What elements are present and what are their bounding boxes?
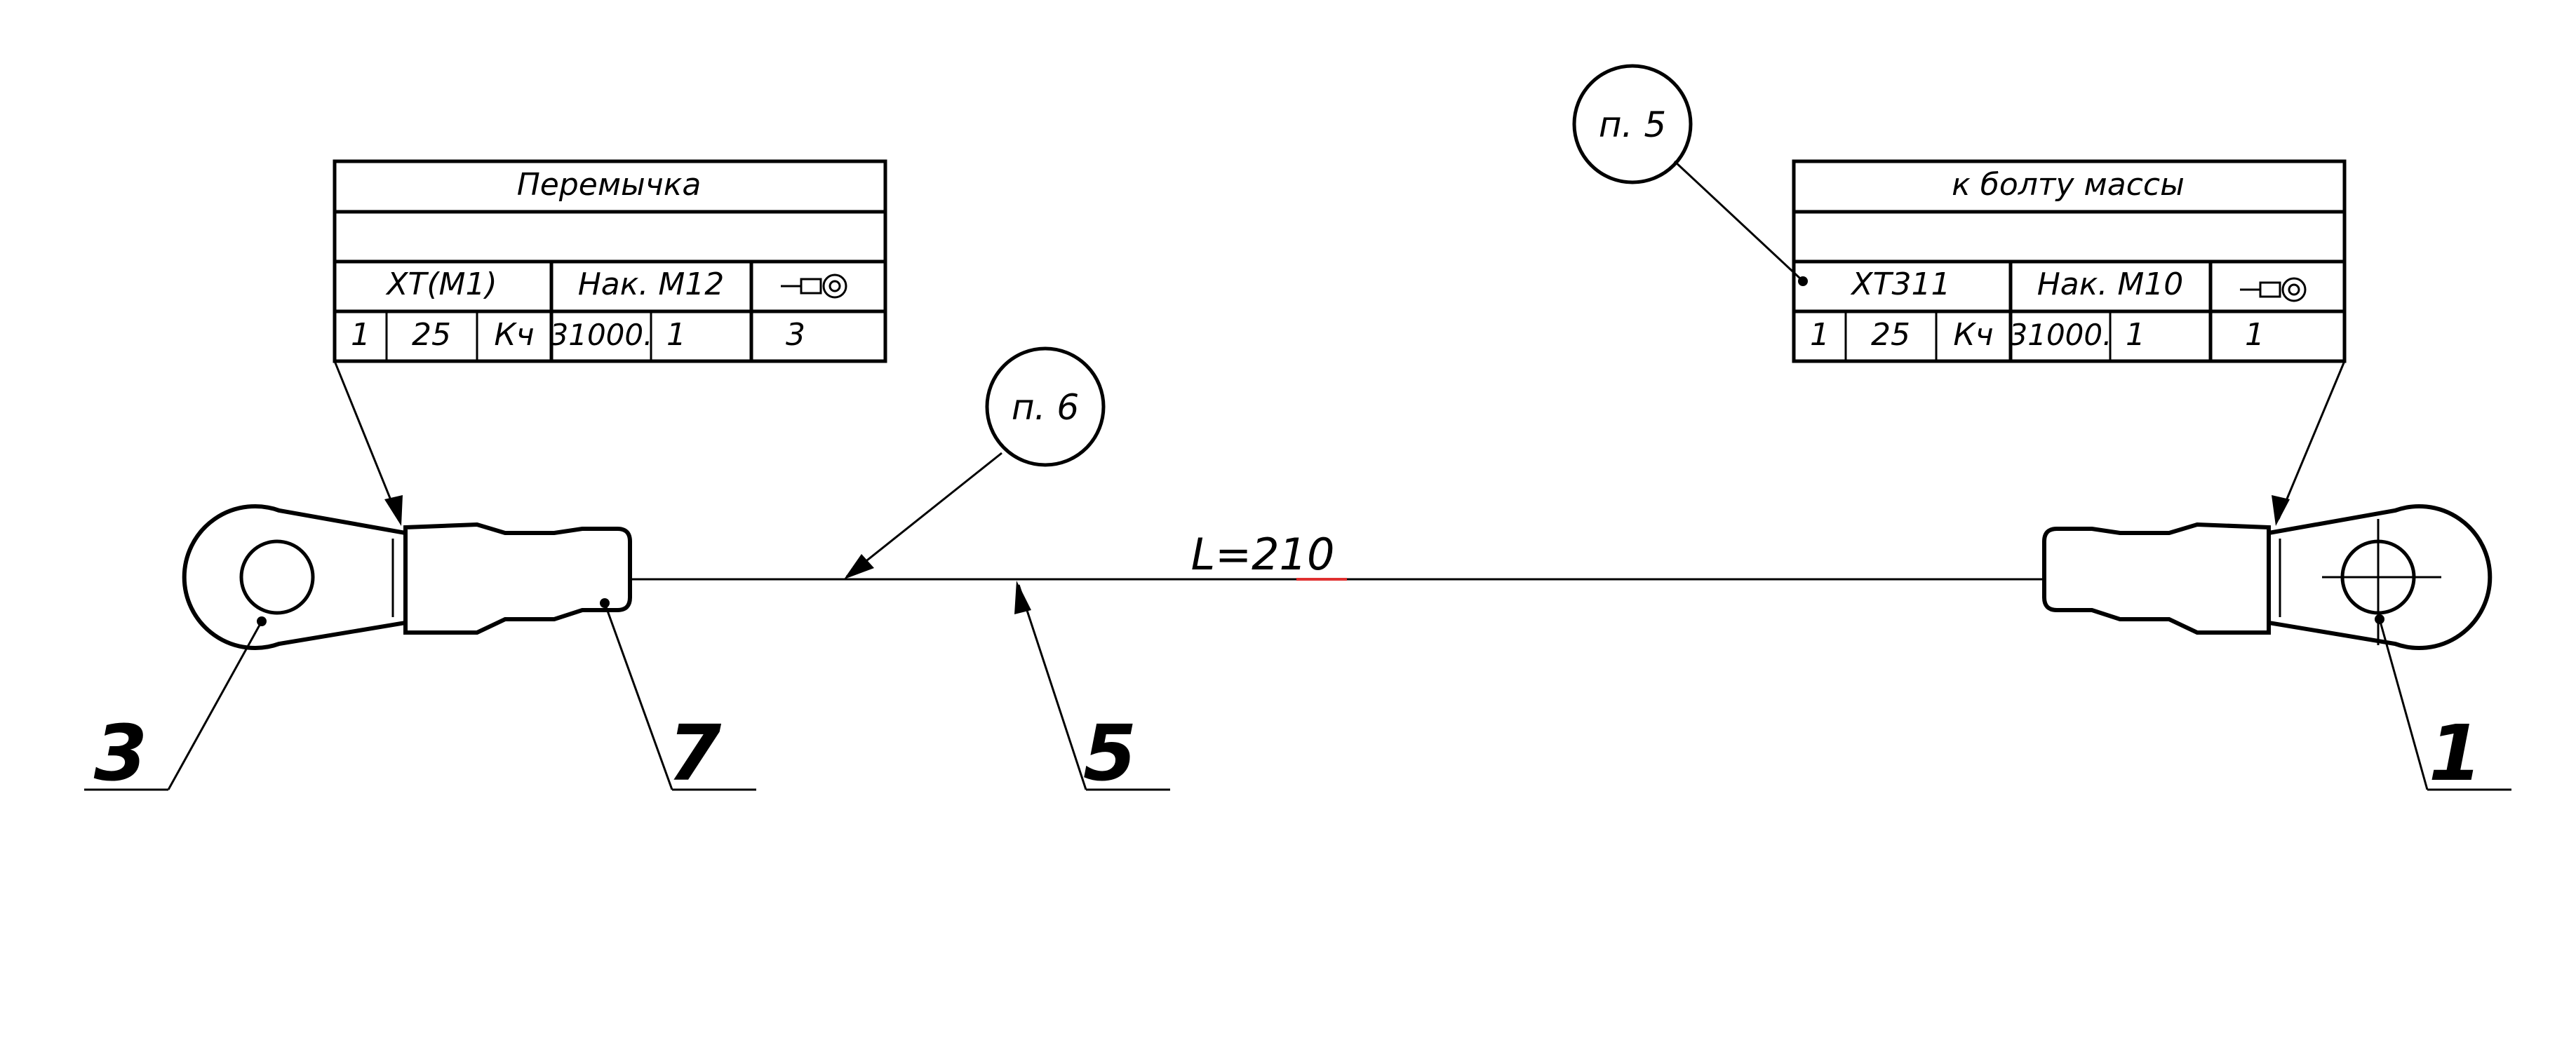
left-table: Перемычка XT(M1) Нак. М12 1 25 Кч 31000.…: [333, 159, 887, 363]
left-table-cell-5: 1: [666, 317, 686, 353]
left-table-cell-6: 3: [786, 317, 805, 353]
bubble-left: п. 6: [844, 346, 1106, 579]
callout-7: 7: [600, 598, 756, 798]
dimension-label: L=210: [1191, 529, 1335, 580]
right-table-title: к болту массы: [1952, 167, 2185, 203]
left-table-cell-3: Кч: [494, 317, 534, 353]
right-table-arrowhead: [2272, 495, 2290, 526]
left-crimp-sleeve: [403, 522, 632, 635]
right-table-connector: XT311: [1850, 266, 1950, 302]
right-table-tip: Нак. М10: [2037, 266, 2184, 302]
right-crimp-sleeve: [2042, 522, 2271, 635]
left-ring-terminal: [182, 504, 632, 650]
left-table-cell-4: 31000.: [550, 318, 653, 352]
left-table-connector: XT(M1): [385, 266, 497, 302]
bubble-left-arrowhead: [844, 554, 874, 579]
callout-3: 3: [84, 616, 267, 798]
callout-1: 1: [2375, 614, 2511, 798]
left-table-cell-2: 25: [412, 317, 451, 353]
bubble-right-dot: [1798, 276, 1808, 286]
table-leaders: [333, 360, 2346, 526]
left-table-tip: Нак. М12: [578, 266, 725, 302]
callout-3-label: 3: [94, 708, 148, 798]
callout-5: 5: [1014, 581, 1170, 798]
left-table-cell-1: 1: [351, 317, 370, 353]
right-table: к болту массы XT311 Нак. М10 1 25 Кч 310…: [1792, 159, 2347, 363]
right-table-cell-2: 25: [1871, 317, 1910, 353]
bubble-left-label: п. 6: [1012, 387, 1079, 428]
right-ring-terminal: [2042, 504, 2493, 650]
right-table-cell-4: 31000.: [2009, 318, 2112, 352]
bubble-right: п. 5: [1572, 64, 1808, 286]
callout-1-label: 1: [2429, 708, 2483, 798]
right-table-cell-1: 1: [1810, 317, 1830, 353]
right-table-cell-5: 1: [2126, 317, 2145, 353]
left-ring-terminal-icon: [781, 273, 847, 299]
callout-5-arrowhead: [1014, 581, 1031, 614]
right-table-cell-3: Кч: [1953, 317, 1993, 353]
bubble-right-label: п. 5: [1599, 104, 1666, 145]
right-table-cell-6: 1: [2245, 317, 2265, 353]
callout-5-label: 5: [1083, 708, 1137, 798]
left-table-title: Перемычка: [517, 167, 702, 203]
right-ring-terminal-icon: [2240, 277, 2307, 302]
callout-7-label: 7: [668, 708, 722, 798]
left-table-arrowhead: [384, 495, 403, 526]
